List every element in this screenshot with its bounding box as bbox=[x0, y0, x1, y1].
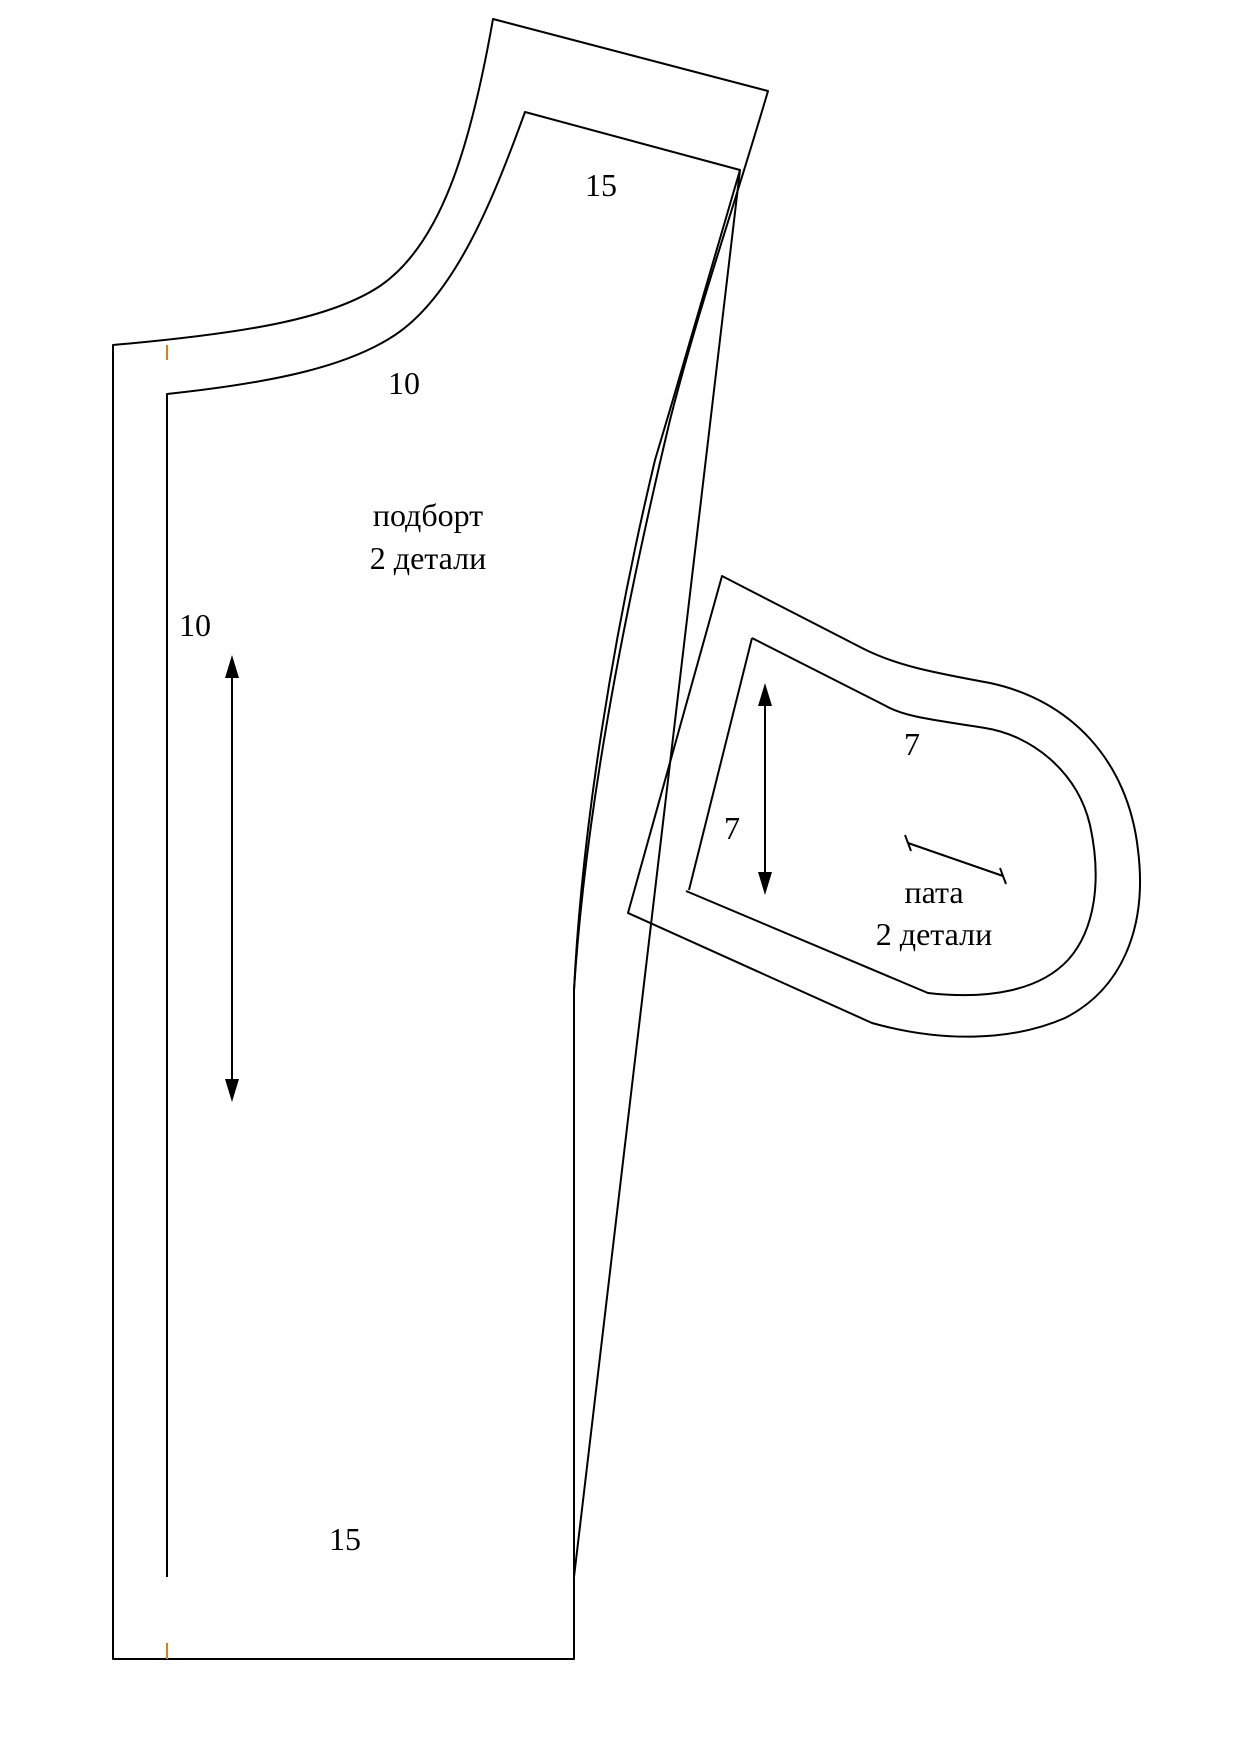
facing-seam-line bbox=[166, 111, 741, 1578]
flap-count: 2 детали bbox=[876, 916, 992, 952]
facing-piece: 15 10 10 15 подборт 2 детали bbox=[112, 18, 769, 1660]
facing-count: 2 детали bbox=[370, 540, 486, 576]
facing-allowance-front-edge: 10 bbox=[179, 607, 211, 643]
flap-grainline-arrow bbox=[758, 683, 772, 895]
flap-title: пата bbox=[904, 874, 963, 910]
facing-grainline-arrow bbox=[225, 655, 239, 1102]
facing-cut-line bbox=[112, 18, 769, 1660]
flap-piece: 7 7 пата 2 детали bbox=[627, 575, 1141, 1038]
flap-seam-line bbox=[685, 637, 1097, 997]
facing-allowance-neck: 10 bbox=[388, 365, 420, 401]
flap-allowance-side: 7 bbox=[724, 810, 740, 846]
flap-cut-line bbox=[627, 575, 1141, 1038]
flap-buttonhole-mark bbox=[904, 834, 1007, 885]
facing-title: подборт bbox=[373, 497, 483, 533]
facing-allowance-hem: 15 bbox=[329, 1521, 361, 1557]
facing-allowance-shoulder: 15 bbox=[585, 167, 617, 203]
flap-allowance-top: 7 bbox=[904, 726, 920, 762]
